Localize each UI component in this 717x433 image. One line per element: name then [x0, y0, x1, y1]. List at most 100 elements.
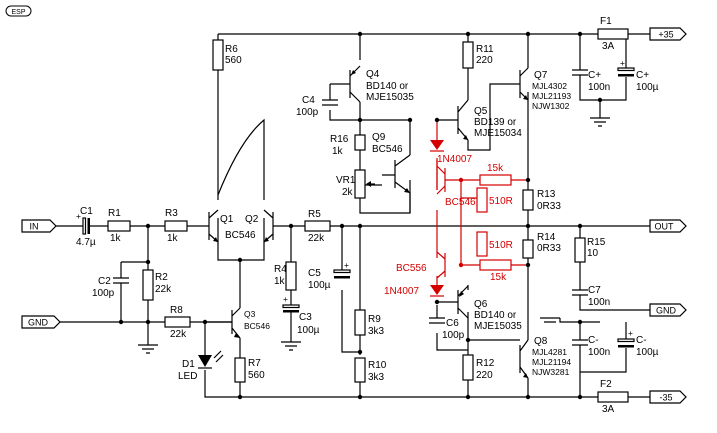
fuse-f1: F1 3A	[597, 16, 629, 52]
transistor-bc546-red: BC546	[436, 160, 476, 208]
port-in-label: IN	[30, 222, 39, 232]
r13-name: R13	[537, 189, 556, 200]
port-out-label: OUT	[655, 222, 675, 232]
resistor-r5: R5 22k	[304, 209, 331, 244]
cpe-value: 100µ	[636, 82, 659, 93]
q4-name: Q4	[366, 69, 380, 80]
port-neg-supply: -35	[649, 390, 687, 404]
q7-type3: NJW1302	[532, 101, 570, 111]
resistor-r11: R11 220	[462, 41, 494, 69]
r10-name: R10	[368, 360, 387, 371]
transistor-q3: Q3 BC546	[231, 300, 270, 339]
diode-bottom-1n4007: 1N4007	[384, 285, 444, 297]
resistor-r15: R15 10	[574, 237, 606, 263]
r8-name: R8	[170, 305, 183, 316]
r4-value: 1k	[274, 276, 286, 287]
r7-name: R7	[248, 358, 261, 369]
q3-type: BC546	[244, 321, 270, 331]
r6-name: R6	[225, 44, 238, 55]
r5-name: R5	[308, 209, 321, 220]
r15k-top-label: 15k	[487, 163, 504, 174]
q4-type2: MJE15035	[366, 92, 414, 103]
logo-text: ESP	[11, 9, 25, 16]
port-pos-supply: +35	[649, 27, 687, 41]
capacitor-c-minus-electrolytic: + C- 100µ	[617, 328, 659, 360]
q5-type2: MJE15034	[474, 128, 522, 139]
c4-name: C4	[302, 95, 315, 106]
r15-name: R15	[587, 237, 606, 248]
c6-value: 100p	[442, 330, 465, 341]
capacitor-c-plus-film: C+ 100n	[572, 60, 610, 93]
resistor-r9: R9 3k3	[354, 309, 385, 337]
capacitor-c-plus-electrolytic: + C+ 100µ	[617, 58, 659, 93]
q2-name: Q2	[245, 214, 259, 225]
c5-name: C5	[308, 268, 321, 279]
q6-type1: BD140 or	[474, 310, 517, 321]
f1-name: F1	[600, 16, 612, 27]
r7-value: 560	[248, 370, 265, 381]
r14-value: 0R33	[537, 243, 561, 254]
svg-text:+: +	[283, 294, 288, 304]
q7-type2: MJL21193	[532, 91, 571, 101]
c7-value: 100n	[588, 297, 610, 308]
cm-name: C-	[588, 335, 599, 346]
svg-text:+: +	[344, 260, 349, 270]
d-top-label: 1N4007	[437, 154, 472, 165]
r9-value: 3k3	[368, 326, 385, 337]
cm-value: 100n	[588, 347, 610, 358]
cpe-name: C+	[636, 70, 649, 81]
capacitor-c4: C4 100p	[296, 95, 338, 118]
capacitor-c1: + C1 4.7µ	[72, 206, 100, 248]
svg-text:+: +	[628, 328, 633, 338]
c7-name: C7	[588, 285, 601, 296]
q8-type3: NJW3281	[532, 367, 570, 377]
capacitor-c3: + C3 100µ	[281, 294, 320, 351]
q8-name: Q8	[534, 336, 548, 347]
q8-type2: MJL21194	[532, 357, 571, 367]
r12-name: R12	[476, 358, 495, 369]
q6-type2: MJE15035	[474, 321, 522, 332]
resistor-r16: R16 1k	[330, 134, 366, 157]
port-out: OUT	[649, 219, 687, 233]
d1-value: LED	[178, 371, 197, 382]
r16-name: R16	[330, 134, 349, 145]
vr1-value: 2k	[342, 187, 354, 198]
r12-value: 220	[476, 370, 493, 381]
d1-name: D1	[182, 359, 195, 370]
resistor-r8: R8 22k	[164, 305, 191, 340]
r11-name: R11	[476, 44, 494, 55]
r10-value: 3k3	[368, 372, 385, 383]
capacitor-c5: + C5 100µ	[308, 260, 351, 291]
f2-name: F2	[600, 379, 612, 390]
c3-value: 100µ	[297, 325, 320, 336]
r1-value: 1k	[110, 233, 122, 244]
q9-type: BC546	[372, 144, 403, 155]
r15-value: 10	[587, 248, 599, 259]
r16-value: 1k	[332, 146, 344, 157]
c2-name: C2	[98, 276, 111, 287]
r6-value: 560	[225, 55, 242, 66]
q9-name: Q9	[372, 132, 386, 143]
port-gnd-left-label: GND	[28, 318, 49, 328]
r3-name: R3	[165, 208, 178, 219]
c4-value: 100p	[296, 107, 319, 118]
c1-value: 4.7µ	[76, 237, 96, 248]
resistor-510r-bottom: 510R	[476, 231, 513, 257]
port-neg-label: -35	[659, 393, 672, 403]
r2-name: R2	[155, 272, 168, 283]
junctions	[118, 31, 603, 400]
bc556-red-label: BC556	[396, 263, 427, 274]
q1-q2-type: BC546	[225, 230, 256, 241]
ground-symbol	[540, 317, 560, 323]
f2-value: 3A	[602, 404, 615, 415]
q1-name: Q1	[220, 214, 234, 225]
resistor-r13: R13 0R33	[522, 189, 561, 212]
ground-symbol	[590, 117, 610, 127]
cme-name: C-	[636, 335, 647, 346]
c6-name: C6	[446, 318, 459, 329]
r5-value: 22k	[308, 233, 325, 244]
c1-name: C1	[80, 206, 93, 217]
port-gnd-left: GND	[21, 315, 61, 329]
led-d1: D1 LED	[178, 350, 224, 382]
r15k-bot-label: 15k	[490, 272, 507, 283]
